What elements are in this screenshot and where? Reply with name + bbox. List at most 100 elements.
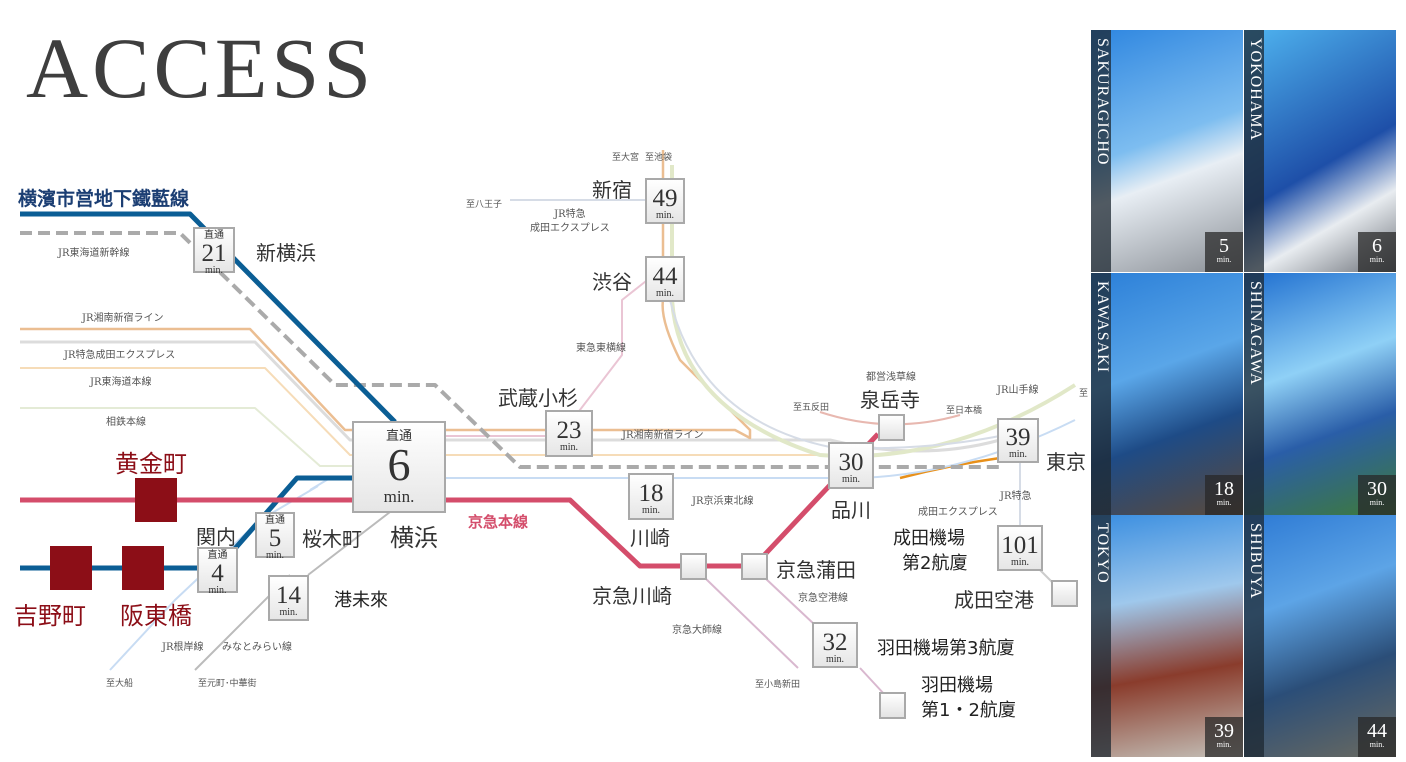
dest-motomachi: 至元町･中華街 [198, 679, 257, 689]
minutes: 23 [556, 417, 582, 444]
nex-line [20, 340, 1001, 453]
line-label-negishi: JR根岸線 [162, 642, 204, 653]
station-name-sengakuji: 泉岳寺 [860, 388, 920, 412]
minutes: 6 [387, 439, 411, 490]
unit: min. [841, 474, 861, 485]
line-label-asakusa: 都営浅草線 [866, 372, 916, 383]
photo-label: SAKURAGICHO [1094, 38, 1111, 166]
line-label-shonan-shinjuku-2: JR湘南新宿ライン [622, 430, 704, 441]
minutes: 5 [268, 525, 282, 552]
dest-nihonbashi: 至日本橋 [946, 406, 983, 416]
station-name-shibuya: 渋谷 [592, 270, 632, 294]
station-name-yokohama: 横浜 [390, 524, 438, 552]
direct-label: 直通 [385, 428, 412, 443]
unit: min. [655, 210, 675, 221]
photo-label: YOKOHAMA [1247, 38, 1264, 142]
unit: min. [279, 607, 298, 618]
station-marker-sengakuji[interactable] [878, 414, 905, 441]
station-name-narita-t2-line2: 第2航廈 [902, 553, 968, 574]
photo-unit: min. [1216, 740, 1232, 749]
dest-kojimashinden: 至小島新田 [755, 680, 801, 690]
subway-line-title: 横濱市営地下鐵藍線 [18, 188, 190, 210]
unit: min. [655, 288, 675, 299]
nex-tokyo-line [510, 199, 1021, 525]
station-name-minatomirai: 港未來 [334, 590, 388, 611]
station-name-narita: 成田空港 [954, 588, 1034, 612]
station-name-shinjuku: 新宿 [592, 178, 632, 202]
station-name-kannai: 関内 [196, 525, 236, 549]
station-name-musashikosugi: 武蔵小杉 [498, 386, 578, 410]
line-label-tokaido: JR東海道本線 [90, 377, 152, 388]
station-name-shinyokohama: 新横浜 [256, 241, 316, 265]
station-marker-narita[interactable] [1051, 580, 1078, 607]
daishi-line [704, 577, 799, 669]
photo-minutes: 5 [1219, 235, 1229, 257]
station-name-yoshinocho: 吉野町 [14, 602, 86, 630]
line-label-airport: 京急空港線 [798, 593, 848, 604]
minutes: 32 [822, 629, 848, 656]
station-marker-keikyu-kawasaki[interactable] [680, 553, 707, 580]
line-label-sotetsu: 相鉄本線 [106, 417, 146, 428]
photo-label: KAWASAKI [1094, 281, 1111, 374]
minutes: 14 [276, 582, 301, 609]
photo-label: TOKYO [1094, 523, 1111, 584]
sotetsu-line [20, 407, 360, 467]
station-name-haneda-t12-line2: 第1・2航廈 [921, 700, 1016, 721]
dest-to: 至 [1079, 389, 1089, 399]
station-marker-koganecho [135, 478, 177, 522]
photo-unit: min. [1369, 740, 1385, 749]
line-label-nex: JR特急成田エクスプレス [64, 350, 176, 361]
unit: min. [208, 585, 227, 596]
line-label-nex-shinjuku: JR特急 成田エクスプレス [530, 209, 610, 234]
photo-minutes: 30 [1367, 478, 1387, 500]
station-name-tokyo: 東京 [1046, 450, 1086, 474]
line-label-shinkansen: JR東海道新幹線 [58, 248, 130, 259]
line-label-keihin-tohoku: JR京浜東北線 [692, 496, 754, 507]
dest-ofuna: 至大船 [106, 679, 134, 689]
station-name-narita-t2-line1: 成田機場 [893, 528, 965, 549]
unit: min. [265, 550, 285, 561]
line-label-daishi: 京急大師線 [672, 625, 722, 636]
station-name-haneda-t12-line1: 羽田機場 [921, 675, 993, 696]
station-marker-bandobashi [122, 546, 164, 590]
yamanote-line [670, 165, 1077, 459]
minutes: 18 [638, 480, 664, 507]
photo-unit: min. [1216, 255, 1232, 264]
minutes: 49 [652, 185, 678, 212]
unit: min. [1008, 449, 1028, 460]
unit: min. [825, 654, 845, 665]
unit: min. [204, 265, 224, 276]
line-label-toyoko: 東急東横線 [576, 343, 626, 354]
station-name-bandobashi: 阪東橋 [120, 602, 192, 630]
station-name-koganecho: 黄金町 [115, 450, 187, 478]
toyoko-line [440, 269, 661, 437]
line-label-shonan-shinjuku: JR湘南新宿ライン [82, 313, 164, 324]
station-marker-haneda-t12[interactable] [879, 692, 906, 719]
station-marker-keikyu-kamata[interactable] [741, 553, 768, 580]
photo-unit: min. [1369, 498, 1385, 507]
line-label-yamanote: JR山手線 [997, 385, 1039, 396]
unit: min. [1010, 557, 1030, 568]
minutes: 39 [1005, 424, 1031, 451]
line-label-keikyu-main: 京急本線 [468, 513, 529, 531]
unit: min. [559, 442, 579, 453]
shinkansen-line [20, 231, 1000, 469]
